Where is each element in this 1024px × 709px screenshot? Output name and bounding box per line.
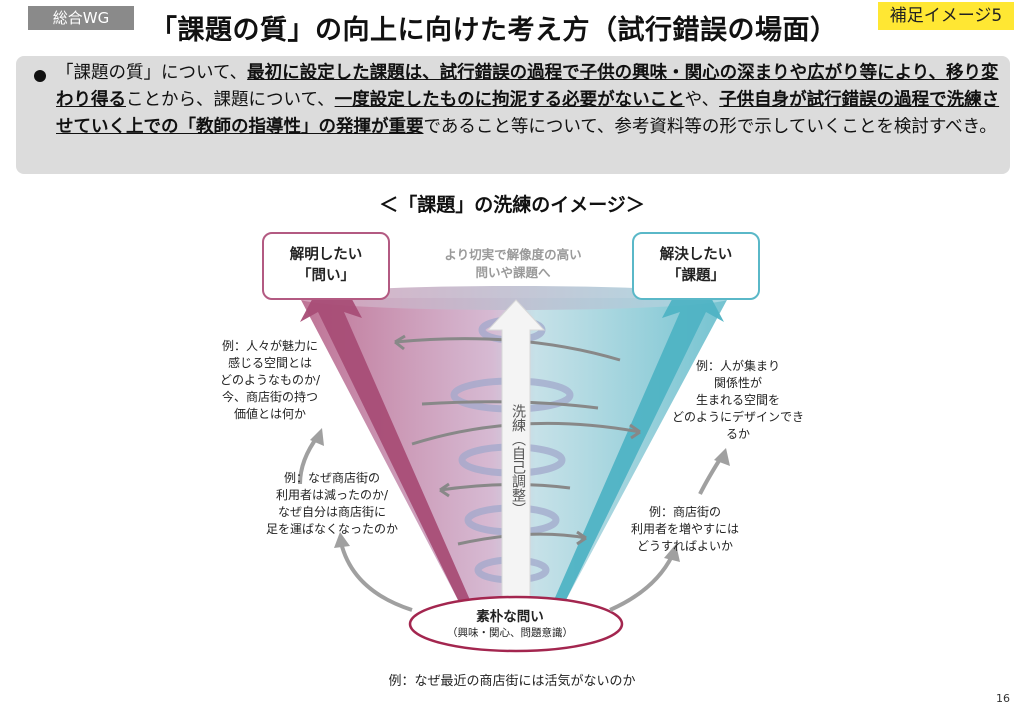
bullet-icon: [34, 70, 46, 82]
left-example-lower: 例：なぜ商店街の 利用者は減ったのか/ なぜ自分は商店街に 足を運ばなくなったの…: [265, 471, 398, 536]
summary-emphasis: 子供自身が試行錯誤の過程で洗練させていく上での「教師の指導性」の発揮が重要: [56, 90, 1000, 137]
summary-emphasis: 一度設定したものに拘泥する必要がないこと: [334, 90, 685, 110]
left-example-upper: 例：人々が魅力に 感じる空間とは どのようなものか/ 今、商店街の持つ 価値とは…: [219, 339, 321, 421]
bottom-example: 例：なぜ最近の商店街には活気がないのか: [388, 674, 636, 689]
funnel-top: [298, 286, 730, 310]
right-example-upper: 例：人が集まり 関係性が 生まれる空間を どのようにデザインでき るか: [671, 359, 804, 441]
supplement-badge: 補足イメージ5: [878, 2, 1014, 30]
question-box-line1: 解明したい: [289, 247, 363, 263]
side-arrows: [298, 428, 730, 612]
wg-tag: 総合WG: [28, 6, 134, 30]
page-title: 「課題の質」の向上に向けた考え方（試行錯誤の場面）: [150, 15, 838, 46]
issue-box: 解決したい 「課題」: [632, 232, 760, 300]
diagram-title: ＜「課題」の洗練のイメージ＞: [379, 194, 645, 216]
top-caption: より切実で解像度の高い 問いや課題へ: [444, 247, 582, 280]
refine-label: 洗練（自己調整）: [510, 404, 526, 516]
base-question-title: 素朴な問い: [476, 609, 544, 625]
question-box-line2: 「問い」: [297, 268, 355, 284]
left-edge-arrow: [300, 262, 470, 600]
summary-segment: 「課題の質」について、: [56, 63, 248, 83]
issue-box-line1: 解決したい: [659, 247, 733, 263]
base-question-sub: （興味・関心、問題意識）: [447, 627, 573, 639]
base-ellipse: [408, 595, 624, 653]
page-number: 16: [996, 692, 1010, 705]
summary-segment: ことから、課題について、: [126, 90, 335, 110]
issue-box-line2: 「課題」: [667, 268, 725, 284]
right-example-lower: 例：商店街の 利用者を増やすには どうすればよいか: [630, 505, 739, 553]
question-box: 解明したい 「問い」: [262, 232, 390, 300]
summary-segment: や、: [684, 90, 720, 110]
summary-segment: であること等について、参考資料等の形で示していくことを検討すべき。: [423, 117, 997, 137]
summary-emphasis: 最初に設定した課題は、試行錯誤の過程で子供の興味・関心の深まりや広がり等により、…: [56, 63, 999, 110]
summary-text: 「課題の質」について、最初に設定した課題は、試行錯誤の過程で子供の興味・関心の深…: [56, 60, 1000, 141]
center-arrow: [486, 299, 546, 599]
summary-box: [16, 56, 1010, 174]
